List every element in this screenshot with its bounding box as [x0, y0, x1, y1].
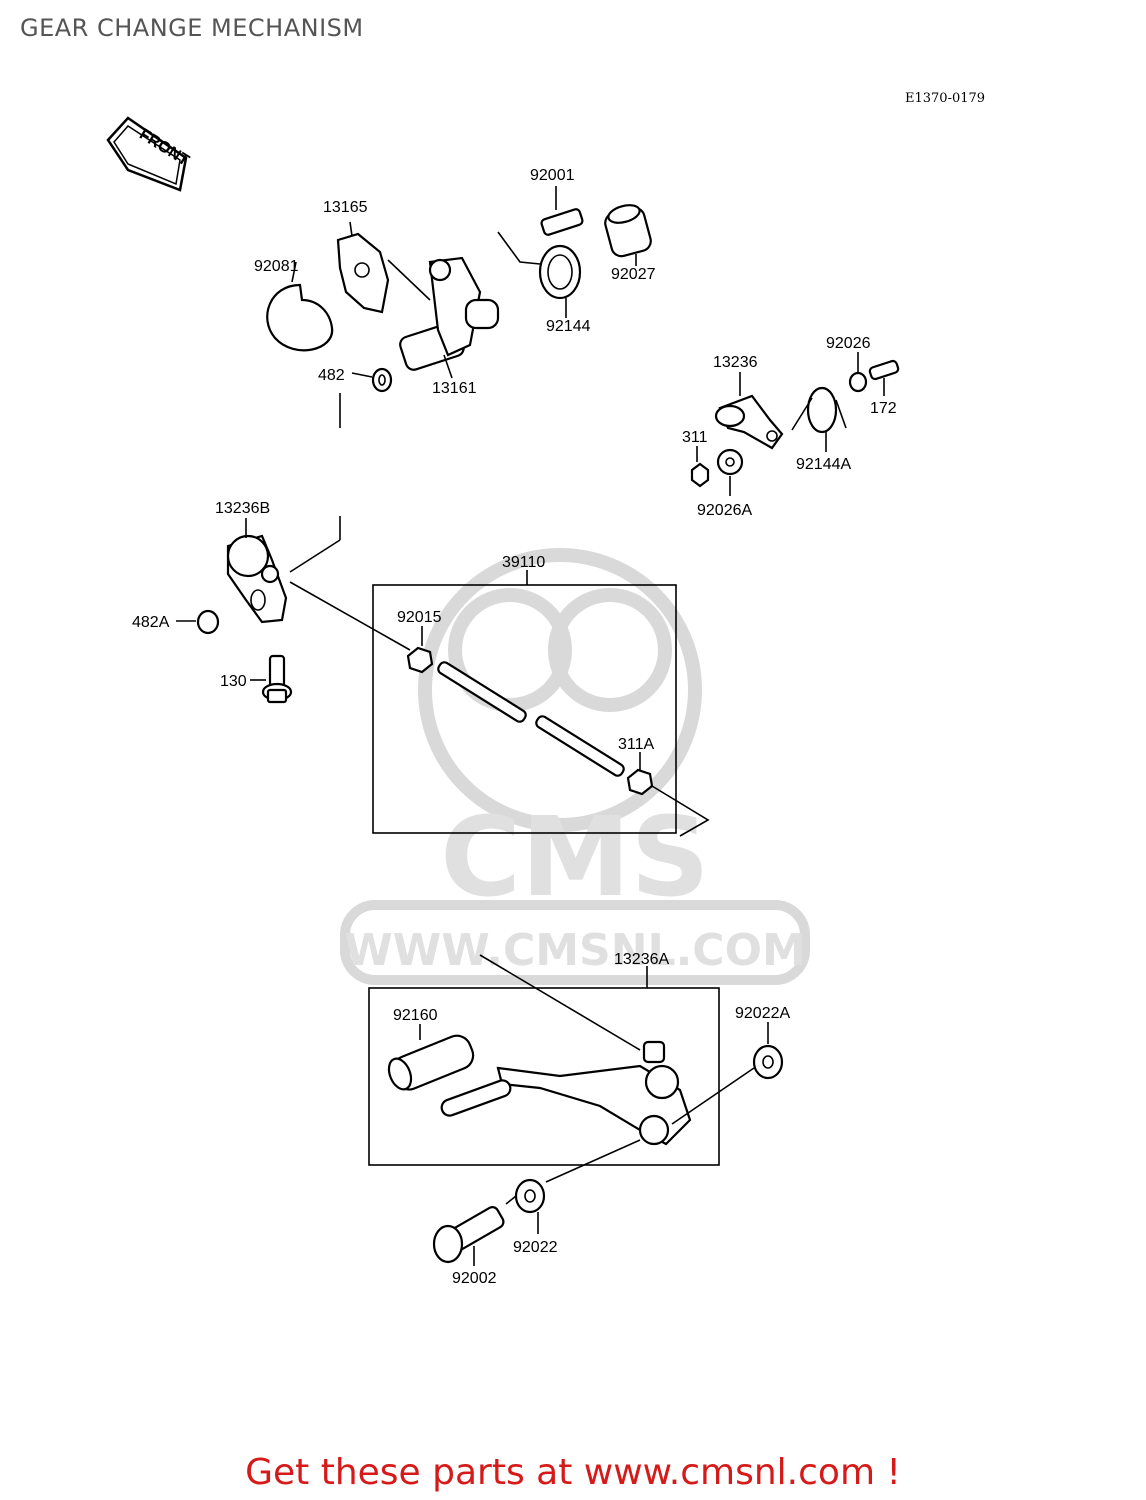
label-311A: 311A: [618, 736, 655, 753]
part-482-icon: [351, 367, 393, 393]
part-92026-icon: [848, 352, 868, 393]
part-311-icon: [690, 446, 710, 488]
label-311: 311: [682, 429, 708, 446]
part-13236-icon: [714, 372, 784, 450]
label-482A: 482A: [132, 614, 170, 631]
footer-link[interactable]: Get these parts at www.cmsnl.com !: [245, 1452, 901, 1493]
label-13236: 13236: [713, 354, 758, 371]
part-92160-icon: [387, 1024, 475, 1091]
label-92144A: 92144A: [796, 456, 851, 473]
label-482: 482: [318, 367, 345, 384]
part-482A-icon: [176, 609, 220, 635]
part-92027-icon: [604, 204, 652, 266]
part-92022A-icon: [752, 1022, 784, 1080]
part-13236B-icon: [226, 518, 288, 624]
part-311A-icon: [626, 752, 654, 796]
box-13236A: [368, 987, 720, 1166]
label-92015: 92015: [397, 609, 442, 626]
part-92144-icon: [497, 231, 582, 318]
label-130: 130: [220, 673, 247, 690]
part-92026A-icon: [716, 448, 744, 496]
part-92144A-icon: [791, 386, 847, 452]
label-13236B: 13236B: [215, 500, 270, 517]
label-13161: 13161: [432, 380, 477, 397]
part-rod-icon: [437, 661, 625, 777]
label-92144: 92144: [546, 318, 591, 335]
label-92027: 92027: [611, 266, 656, 283]
part-172-icon: [868, 359, 900, 396]
part-92022-icon: [514, 1178, 546, 1234]
part-92081-icon: [266, 261, 334, 352]
part-13236A-icon: [440, 1040, 692, 1146]
label-92002: 92002: [452, 1270, 497, 1287]
watermark: CMS WWW.CMSNL.COM: [340, 548, 810, 985]
part-13165-icon: [336, 221, 390, 314]
label-92022: 92022: [513, 1239, 558, 1256]
label-92081: 92081: [254, 258, 299, 275]
box-39110: [372, 584, 677, 834]
watermark-brand: CMS: [440, 793, 709, 921]
label-39110: 39110: [502, 554, 545, 571]
diagram-code: E1370-0179: [905, 91, 985, 106]
part-labels: 92001 13165 92081 92027 92144 482 13161 …: [132, 167, 897, 1287]
page-title: GEAR CHANGE MECHANISM: [20, 14, 364, 42]
watermark-url: WWW.CMSNL.COM: [344, 925, 806, 976]
label-13236A: 13236A: [614, 951, 669, 968]
label-172: 172: [870, 400, 897, 417]
label-92026: 92026: [826, 335, 871, 352]
part-92002-icon: [432, 1206, 505, 1266]
part-92015-icon: [406, 626, 434, 674]
label-13165: 13165: [323, 199, 368, 216]
part-92001-icon: [540, 186, 584, 236]
label-92026A: 92026A: [697, 502, 752, 519]
label-92001: 92001: [530, 167, 575, 184]
part-13161-icon: [399, 256, 500, 379]
front-arrow-icon: FRONT: [106, 116, 192, 192]
label-92160: 92160: [393, 1007, 438, 1024]
label-92022A: 92022A: [735, 1005, 790, 1022]
part-130-icon: [250, 654, 293, 704]
